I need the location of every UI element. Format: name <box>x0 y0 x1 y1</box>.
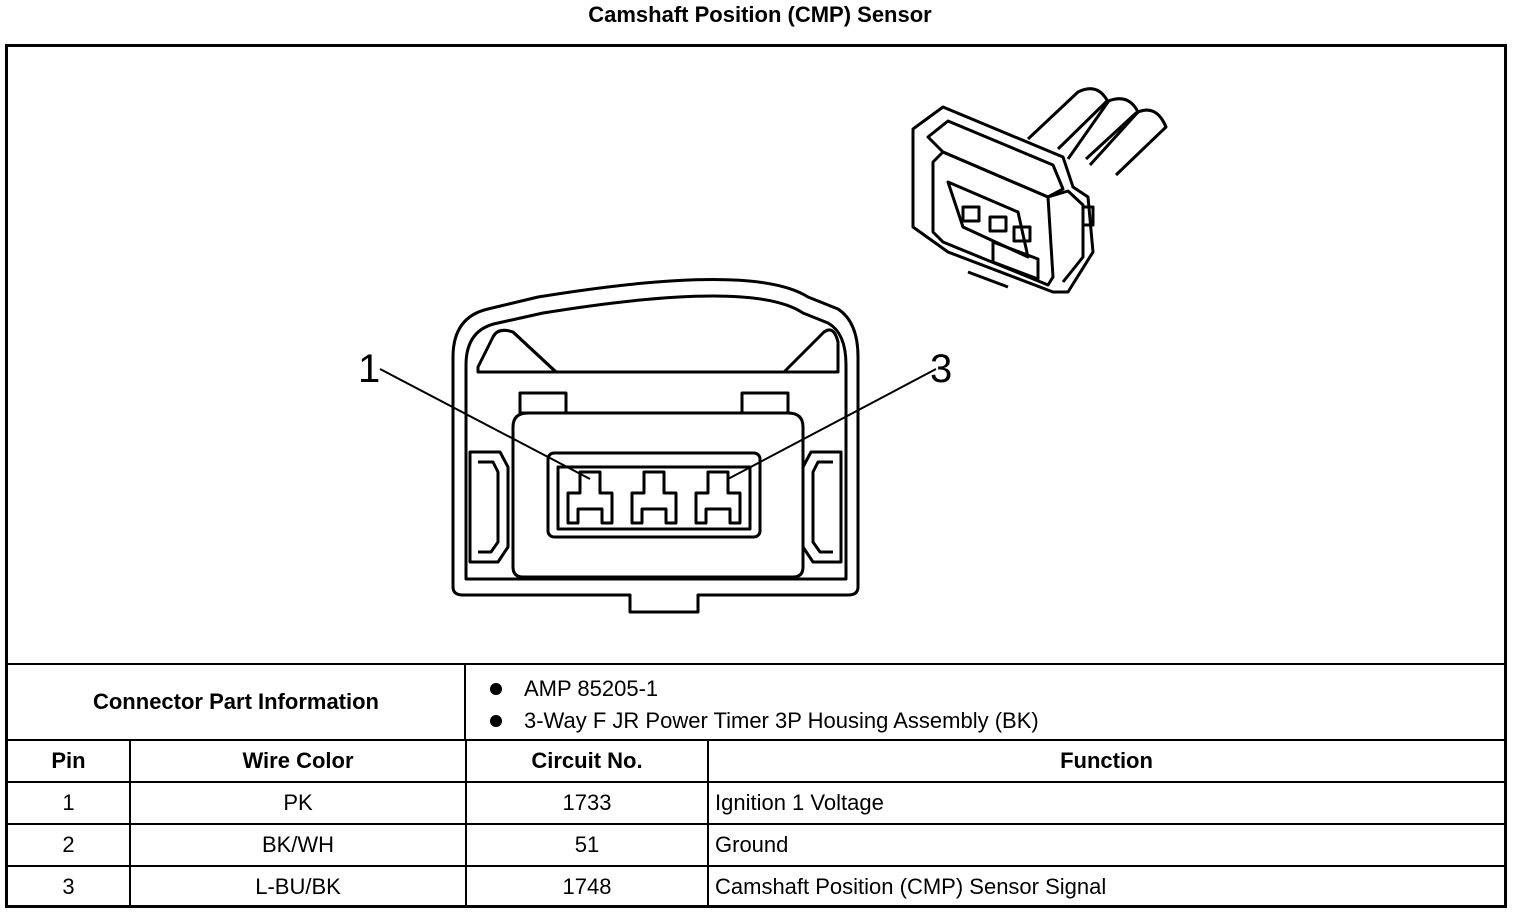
connector-body <box>511 411 805 579</box>
top-tab-left <box>518 391 568 415</box>
connector-info-row: Connector Part Information AMP 85205-1 3… <box>8 663 1504 739</box>
connector-info-label: Connector Part Information <box>8 665 466 739</box>
cell-function: Ignition 1 Voltage <box>707 781 1504 825</box>
connector-diagram: 1 3 <box>8 47 1504 663</box>
table-row: 1 PK 1733 Ignition 1 Voltage <box>8 781 1504 825</box>
pinout-table: Pin Wire Color Circuit No. Function 1 PK… <box>8 739 1504 907</box>
terminal-3 <box>694 470 742 525</box>
pin-label-1: 1 <box>358 347 380 391</box>
bullet-icon <box>490 715 502 727</box>
cell-pin: 3 <box>8 865 131 907</box>
header-circuit-no: Circuit No. <box>465 739 709 783</box>
header-pin: Pin <box>8 739 131 783</box>
connector-isometric-view <box>911 87 1168 294</box>
cell-function: Camshaft Position (CMP) Sensor Signal <box>707 865 1504 907</box>
connector-info-text: AMP 85205-1 <box>524 676 659 701</box>
table-header-row: Pin Wire Color Circuit No. Function <box>8 739 1504 783</box>
leader-pin-3 <box>727 368 937 480</box>
connector-info-item: 3-Way F JR Power Timer 3P Housing Assemb… <box>488 705 1039 737</box>
page-title: Camshaft Position (CMP) Sensor <box>588 2 932 27</box>
connector-face-outline <box>451 278 860 614</box>
side-clip-right <box>801 450 843 564</box>
cell-wire-color: L-BU/BK <box>129 865 467 907</box>
side-clip-left <box>468 450 510 564</box>
cell-circuit-no: 1733 <box>465 781 709 825</box>
cell-pin: 2 <box>8 823 131 867</box>
leader-pin-1 <box>379 368 591 480</box>
connector-face-inner <box>464 294 848 581</box>
pin-cavity <box>546 451 762 539</box>
cell-circuit-no: 51 <box>465 823 709 867</box>
top-tab-right <box>740 391 790 415</box>
terminal-2 <box>630 470 678 525</box>
header-function: Function <box>707 739 1504 783</box>
table-row: 2 BK/WH 51 Ground <box>8 823 1504 867</box>
table-row: 3 L-BU/BK 1748 Camshaft Position (CMP) S… <box>8 865 1504 907</box>
cell-wire-color: BK/WH <box>129 823 467 867</box>
diagram-frame: 1 3 <box>5 44 1507 908</box>
latch-window-right <box>782 328 840 374</box>
bullet-icon <box>490 683 502 695</box>
connector-info-text: 3-Way F JR Power Timer 3P Housing Assemb… <box>524 708 1039 733</box>
cell-function: Ground <box>707 823 1504 867</box>
cell-pin: 1 <box>8 781 131 825</box>
header-wire-color: Wire Color <box>129 739 467 783</box>
cell-wire-color: PK <box>129 781 467 825</box>
connector-drawing: 1 3 <box>358 87 1168 614</box>
connector-info-list: AMP 85205-1 3-Way F JR Power Timer 3P Ho… <box>488 673 1039 737</box>
connector-info-item: AMP 85205-1 <box>488 673 1039 705</box>
pin-label-3: 3 <box>930 347 952 391</box>
terminal-1 <box>566 470 614 525</box>
cell-circuit-no: 1748 <box>465 865 709 907</box>
